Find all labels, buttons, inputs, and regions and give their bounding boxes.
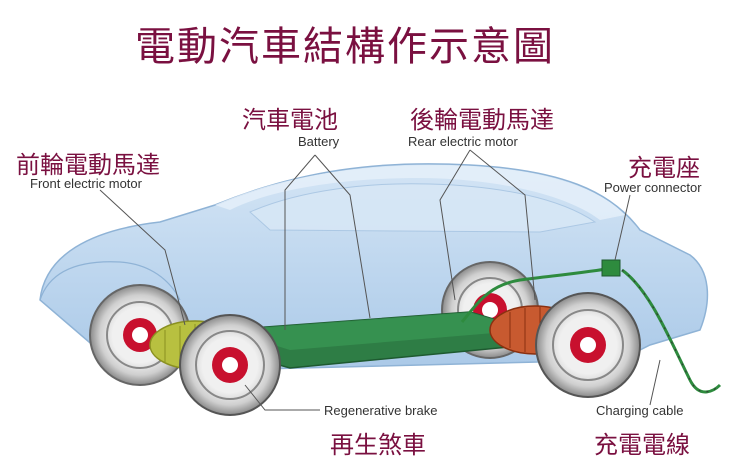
regen-brake-label-en: Regenerative brake [324, 403, 438, 418]
front-fender [39, 261, 181, 301]
battery-label-zh: 汽車電池 [242, 106, 338, 134]
front-motor-label-en: Front electric motor [30, 176, 142, 191]
charging-cable-shape [621, 268, 722, 394]
diagram-title: 電動汽車結構作示意圖 [135, 24, 555, 70]
regen-brake-label-zh: 再生煞車 [330, 431, 426, 459]
car-window [249, 183, 597, 233]
connector-label-zh: 充電座 [628, 154, 700, 182]
battery-label-en: Battery [298, 134, 340, 149]
cable-label-en: Charging cable [596, 403, 684, 418]
power-connector-shape [601, 259, 621, 277]
rear-motor-label-zh: 後輪電動馬達 [410, 106, 554, 134]
cable-label-zh: 充電電線 [594, 431, 690, 459]
front-motor-label-zh: 前輪電動馬達 [16, 151, 160, 179]
connector-label-en: Power connector [604, 180, 702, 195]
leader-lines [99, 149, 661, 411]
car-roof [215, 165, 625, 220]
rear-near-wheel [535, 292, 641, 398]
internal-wire [460, 266, 613, 323]
front-near-wheel [179, 314, 281, 416]
rear-motor-label-en: Rear electric motor [408, 134, 518, 149]
